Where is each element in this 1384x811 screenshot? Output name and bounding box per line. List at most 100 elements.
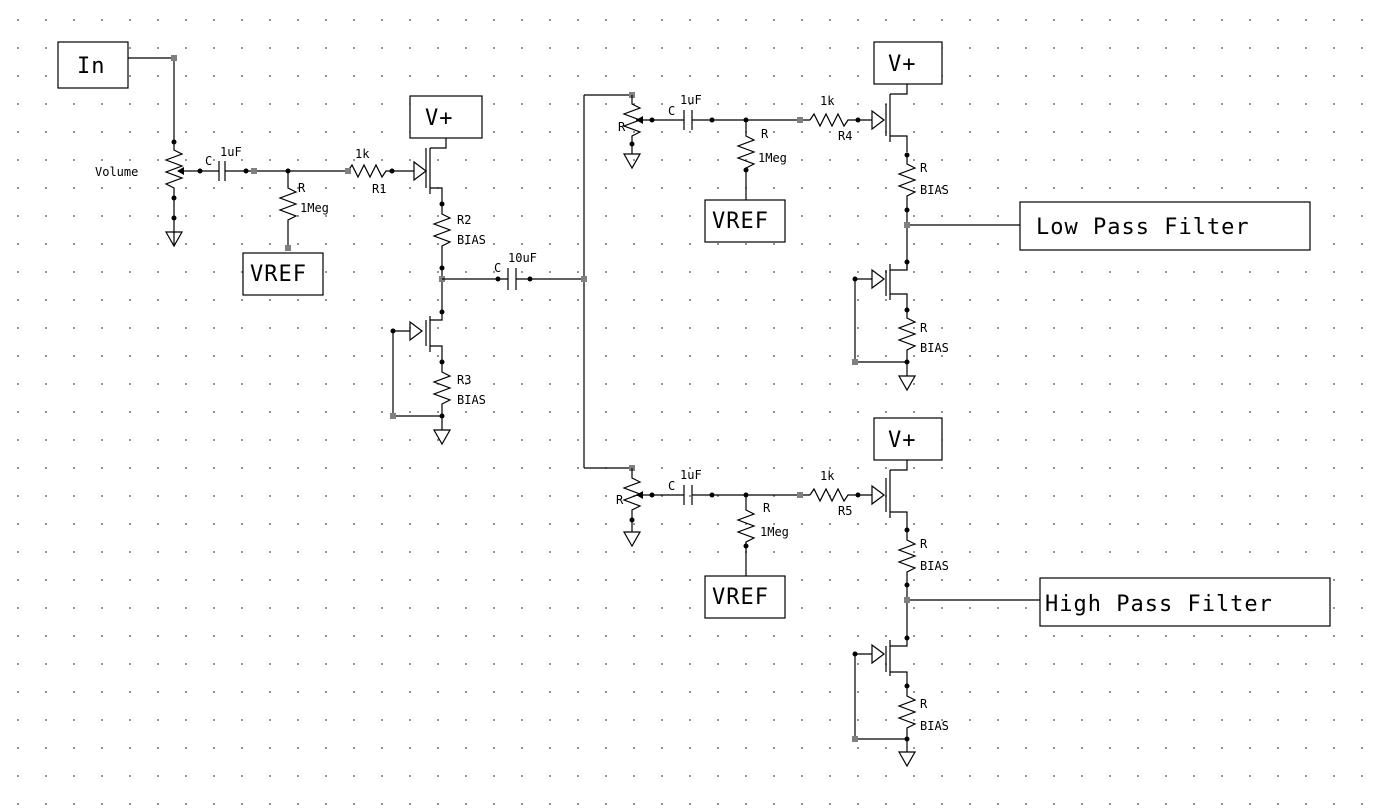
vplus-port-label-2: V+ <box>888 52 917 77</box>
jfet-4[interactable] <box>885 264 908 310</box>
low-pass-label: Low Pass Filter <box>1036 215 1250 240</box>
input-bias-name: R <box>298 181 306 195</box>
input-stage: In Volume C 1uF R 1Meg VREF 1k R1 <box>57 41 414 296</box>
ground-symbol <box>897 751 917 768</box>
input-cap-name: C <box>205 154 212 168</box>
low-cap-value: 1uF <box>680 93 702 107</box>
vref-port-box-low[interactable] <box>704 199 786 243</box>
vplus-port-label-3: V+ <box>888 428 917 453</box>
r5-name: R5 <box>838 504 852 518</box>
high-cap-value: 1uF <box>680 468 702 482</box>
r2-value: BIAS <box>457 233 486 247</box>
high-top-resistor[interactable] <box>897 530 917 638</box>
high-cap-name: C <box>668 479 675 493</box>
split-bus <box>583 94 632 469</box>
high-pot-name: R <box>616 493 624 507</box>
jfet-3-gate <box>871 109 885 131</box>
high-cap[interactable] <box>683 485 693 505</box>
jfet-1[interactable] <box>425 148 443 204</box>
high-top-value: BIAS <box>920 559 949 573</box>
r1-name: R1 <box>372 182 386 196</box>
high-bot-name: R <box>920 697 928 711</box>
input-bias-resistor[interactable] <box>278 171 298 248</box>
coupling-cap-name: C <box>494 261 501 275</box>
ground-symbol <box>164 231 184 248</box>
vplus-port-box-3[interactable] <box>873 417 943 461</box>
r1-value: 1k <box>355 147 370 161</box>
r2-resistor[interactable] <box>432 204 452 268</box>
vplus-wire-1 <box>430 138 447 149</box>
low-pass-branch: R C 1uF R 1Meg VREF 1k R4 V+ R BIAS Low … <box>618 41 1311 392</box>
volume-pot[interactable] <box>164 142 184 246</box>
ground-symbol <box>622 153 642 170</box>
low-top-value: BIAS <box>920 183 949 197</box>
jfet-2[interactable] <box>425 316 443 362</box>
low-top-resistor[interactable] <box>897 155 917 270</box>
low-cap-name: C <box>668 104 675 118</box>
ground-symbol <box>622 531 642 548</box>
vref-port-label-low: VREF <box>712 209 769 234</box>
high-pass-branch: R C 1uF R 1Meg VREF 1k R5 V+ R BIAS High… <box>616 417 1331 768</box>
low-top-name: R <box>920 161 928 175</box>
jfet-4-gate-loop <box>854 278 907 363</box>
vplus-port-box-1[interactable] <box>409 95 483 139</box>
volume-label: Volume <box>95 165 138 179</box>
vref-port-label: VREF <box>250 262 307 287</box>
low-pass-filter-port[interactable] <box>1019 201 1311 251</box>
high-bot-resistor[interactable] <box>897 686 917 752</box>
r2-name: R2 <box>457 213 471 227</box>
vplus-port-box-2[interactable] <box>873 41 943 85</box>
r3-value: BIAS <box>457 393 486 407</box>
high-pass-label: High Pass Filter <box>1045 592 1273 617</box>
ground-symbol <box>432 429 452 446</box>
high-top-name: R <box>920 537 928 551</box>
low-pot-name: R <box>618 120 626 134</box>
low-bias-resistor[interactable] <box>736 120 756 200</box>
buffer-stage: V+ R2 BIAS C 10uF R3 BIAS <box>390 92 635 471</box>
vref-port-label-high: VREF <box>712 585 769 610</box>
vplus-wire-3 <box>890 460 908 471</box>
vref-port-box[interactable] <box>242 252 324 296</box>
jfet-4-gate <box>871 268 885 290</box>
r4-value: 1k <box>820 94 835 108</box>
input-bias-value: 1Meg <box>300 201 329 215</box>
r5-value: 1k <box>820 469 835 483</box>
r4-name: R4 <box>838 129 852 143</box>
vplus-wire-2 <box>890 84 908 95</box>
jfet-6[interactable] <box>885 640 908 686</box>
high-bot-value: BIAS <box>920 719 949 733</box>
r3-resistor[interactable] <box>432 362 452 430</box>
high-pass-filter-port[interactable] <box>1039 577 1331 627</box>
vref-port-box-high[interactable] <box>704 575 786 619</box>
high-bias-value: 1Meg <box>760 525 789 539</box>
jfet-5[interactable] <box>885 470 908 530</box>
low-bias-name: R <box>761 127 769 141</box>
jfet-4-drain <box>890 262 908 271</box>
input-wire <box>128 57 175 142</box>
low-bot-name: R <box>920 321 928 335</box>
input-cap-value: 1uF <box>220 145 242 159</box>
r3-name: R3 <box>457 373 471 387</box>
input-cap[interactable] <box>218 161 226 181</box>
jfet-3[interactable] <box>885 94 908 152</box>
jfet-6-gate-loop <box>854 653 907 740</box>
r1-resistor[interactable] <box>347 163 414 179</box>
jfet-6-gate <box>871 643 885 665</box>
low-bot-resistor[interactable] <box>897 310 917 376</box>
coupling-cap-value: 10uF <box>508 251 537 265</box>
input-port-box[interactable] <box>57 41 129 89</box>
low-cap[interactable] <box>683 110 693 130</box>
high-bias-name: R <box>763 501 771 515</box>
r4-resistor[interactable] <box>809 112 872 128</box>
jfet-2-drain <box>430 312 443 321</box>
jfet-1-gate <box>413 160 427 182</box>
coupling-cap[interactable] <box>507 268 517 290</box>
vplus-port-label-1: V+ <box>425 106 454 131</box>
high-bias-resistor[interactable] <box>736 495 756 576</box>
jfet-6-drain <box>890 638 908 647</box>
low-bot-value: BIAS <box>920 341 949 355</box>
ground-symbol <box>897 375 917 392</box>
r5-resistor[interactable] <box>809 487 872 503</box>
